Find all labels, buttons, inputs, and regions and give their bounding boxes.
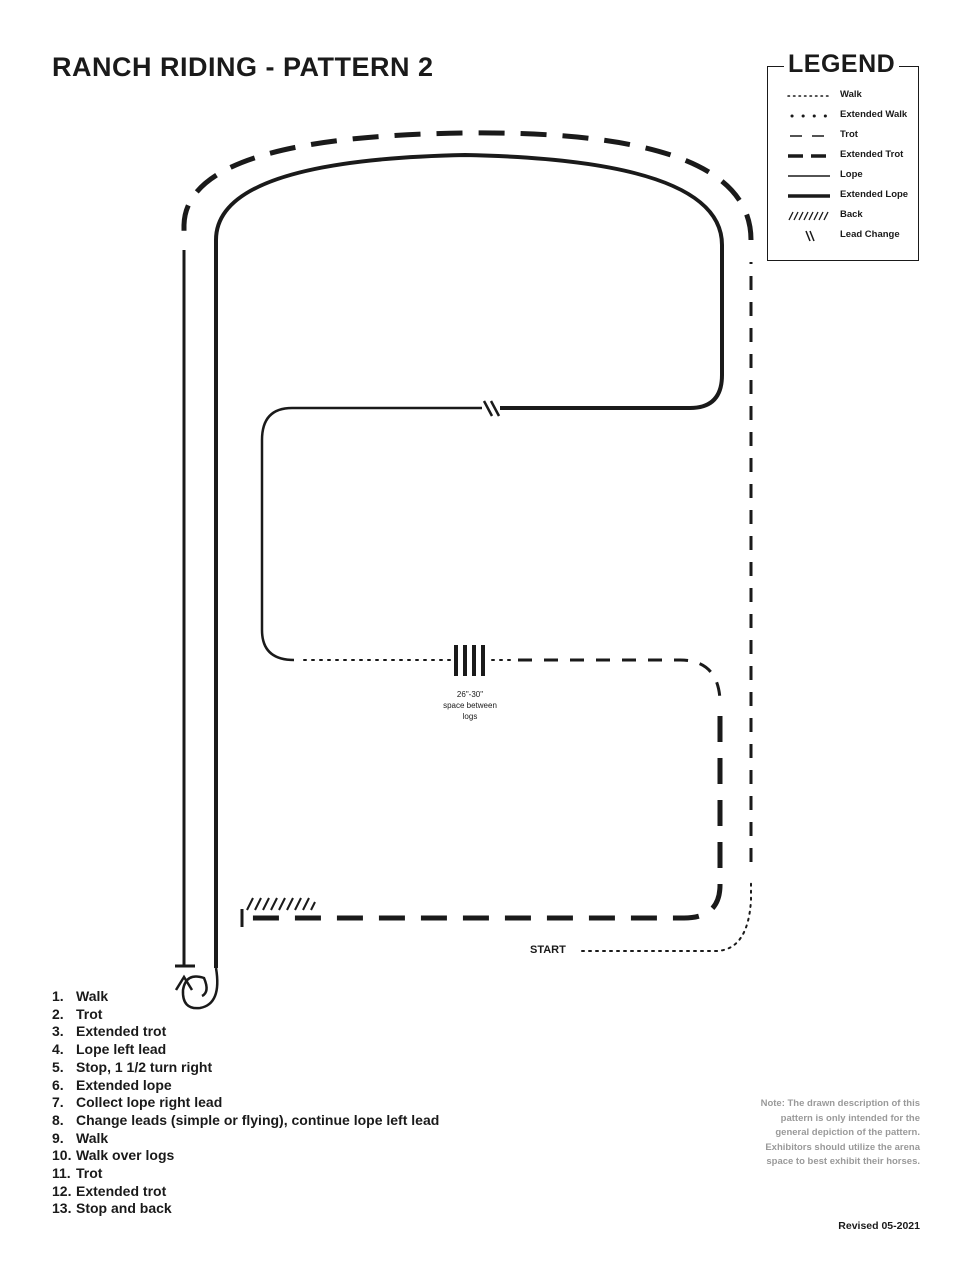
list-item: 5.Stop, 1 1/2 turn right (52, 1058, 213, 1075)
legend-item-lope: Lope (788, 169, 863, 180)
lead-change-mark-1 (482, 400, 494, 417)
legend-item-extended-trot: Extended Trot (788, 149, 904, 160)
list-item: 6.Extended lope (52, 1076, 172, 1093)
pattern-steps-list: 1.Walk 2.Trot 3.Extended trot 4.Lope lef… (52, 988, 439, 1218)
extended-trot-path-bottom (250, 716, 723, 921)
list-item: 10.Walk over logs (52, 1147, 175, 1164)
legend-title: LEGEND (784, 49, 900, 79)
legend-item-walk: Walk (787, 89, 862, 100)
walk-path-start (581, 879, 752, 952)
start-label: START (530, 944, 566, 956)
list-item: 3.Extended trot (52, 1023, 167, 1040)
legend-item-extended-lope: Extended Lope (788, 189, 909, 200)
list-item: 8.Change leads (simple or flying), conti… (52, 1111, 440, 1128)
turn-spiral (181, 967, 219, 1010)
list-item: 13.Stop and back (52, 1200, 172, 1217)
list-item: 2.Trot (52, 1005, 103, 1022)
turn-arrow (174, 974, 194, 991)
lope-path (260, 406, 482, 662)
revision-date: Revised 05-2021 (838, 1220, 920, 1232)
logs-note: 26"-30" space between logs (443, 690, 497, 721)
list-item: 7.Collect lope right lead (52, 1094, 223, 1111)
legend-item-extended-walk: Extended Walk (790, 109, 908, 120)
legend-item-trot: Trot (790, 129, 858, 140)
list-item: 4.Lope left lead (52, 1041, 167, 1058)
legend-item-lead-change: Lead Change (768, 228, 918, 244)
list-item: 12.Extended trot (52, 1182, 167, 1199)
back-hatch (246, 897, 316, 911)
trot-path-bottom (518, 658, 722, 701)
legend: LEGEND Walk Extended Walk Trot Extended … (767, 49, 919, 261)
list-item: 1.Walk (52, 988, 109, 1004)
extended-lope-path (214, 152, 724, 968)
list-item: 11.Trot (52, 1165, 103, 1182)
list-item: 9.Walk (52, 1129, 109, 1146)
legend-item-back: Back (768, 208, 918, 224)
lead-change-mark-2 (489, 400, 501, 417)
page-title: RANCH RIDING - PATTERN 2 (52, 52, 434, 82)
disclaimer-note: Note: The drawn description of this patt… (760, 1098, 920, 1167)
extended-trot-path-top (181, 130, 754, 241)
